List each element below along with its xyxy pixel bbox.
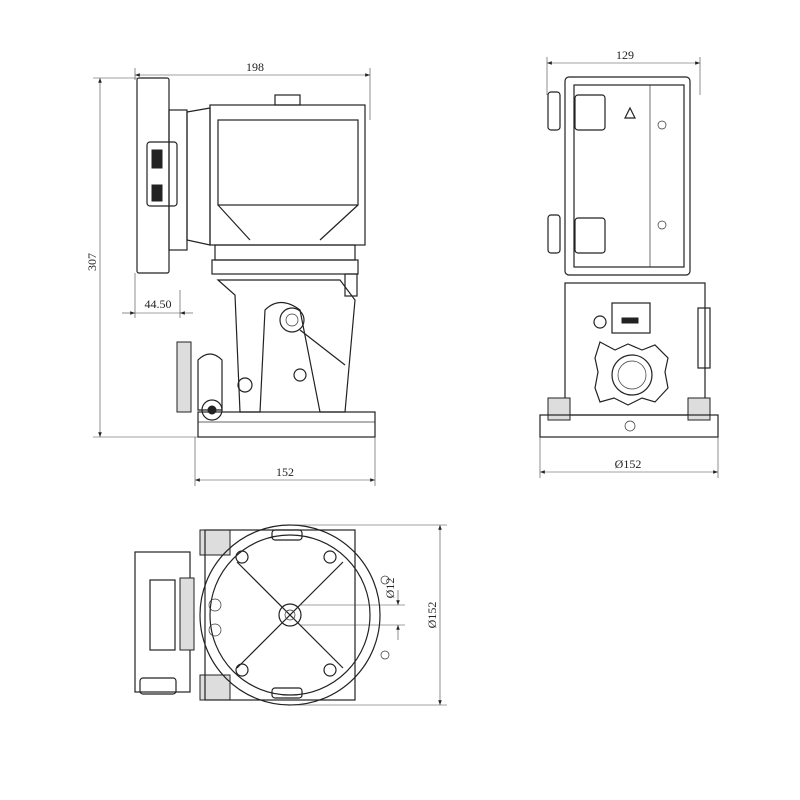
bottom-dimensions: Ø152 Ø12 bbox=[290, 524, 447, 706]
front-view bbox=[136, 77, 376, 438]
dim-diameter-12: Ø12 bbox=[383, 578, 397, 599]
side-view bbox=[539, 76, 719, 438]
bottom-view bbox=[134, 524, 390, 706]
dim-diameter-152-bottom: Ø152 bbox=[425, 602, 439, 629]
dim-152: 152 bbox=[276, 465, 294, 479]
dim-307: 307 bbox=[85, 253, 99, 271]
front-dimensions: 198 307 44.50 152 bbox=[85, 60, 376, 486]
side-dimensions: 129 Ø152 bbox=[539, 48, 719, 478]
dim-diameter-152-side: Ø152 bbox=[615, 457, 642, 471]
dim-129: 129 bbox=[616, 48, 634, 62]
dim-44-50: 44.50 bbox=[145, 297, 172, 311]
dim-198: 198 bbox=[246, 60, 264, 74]
